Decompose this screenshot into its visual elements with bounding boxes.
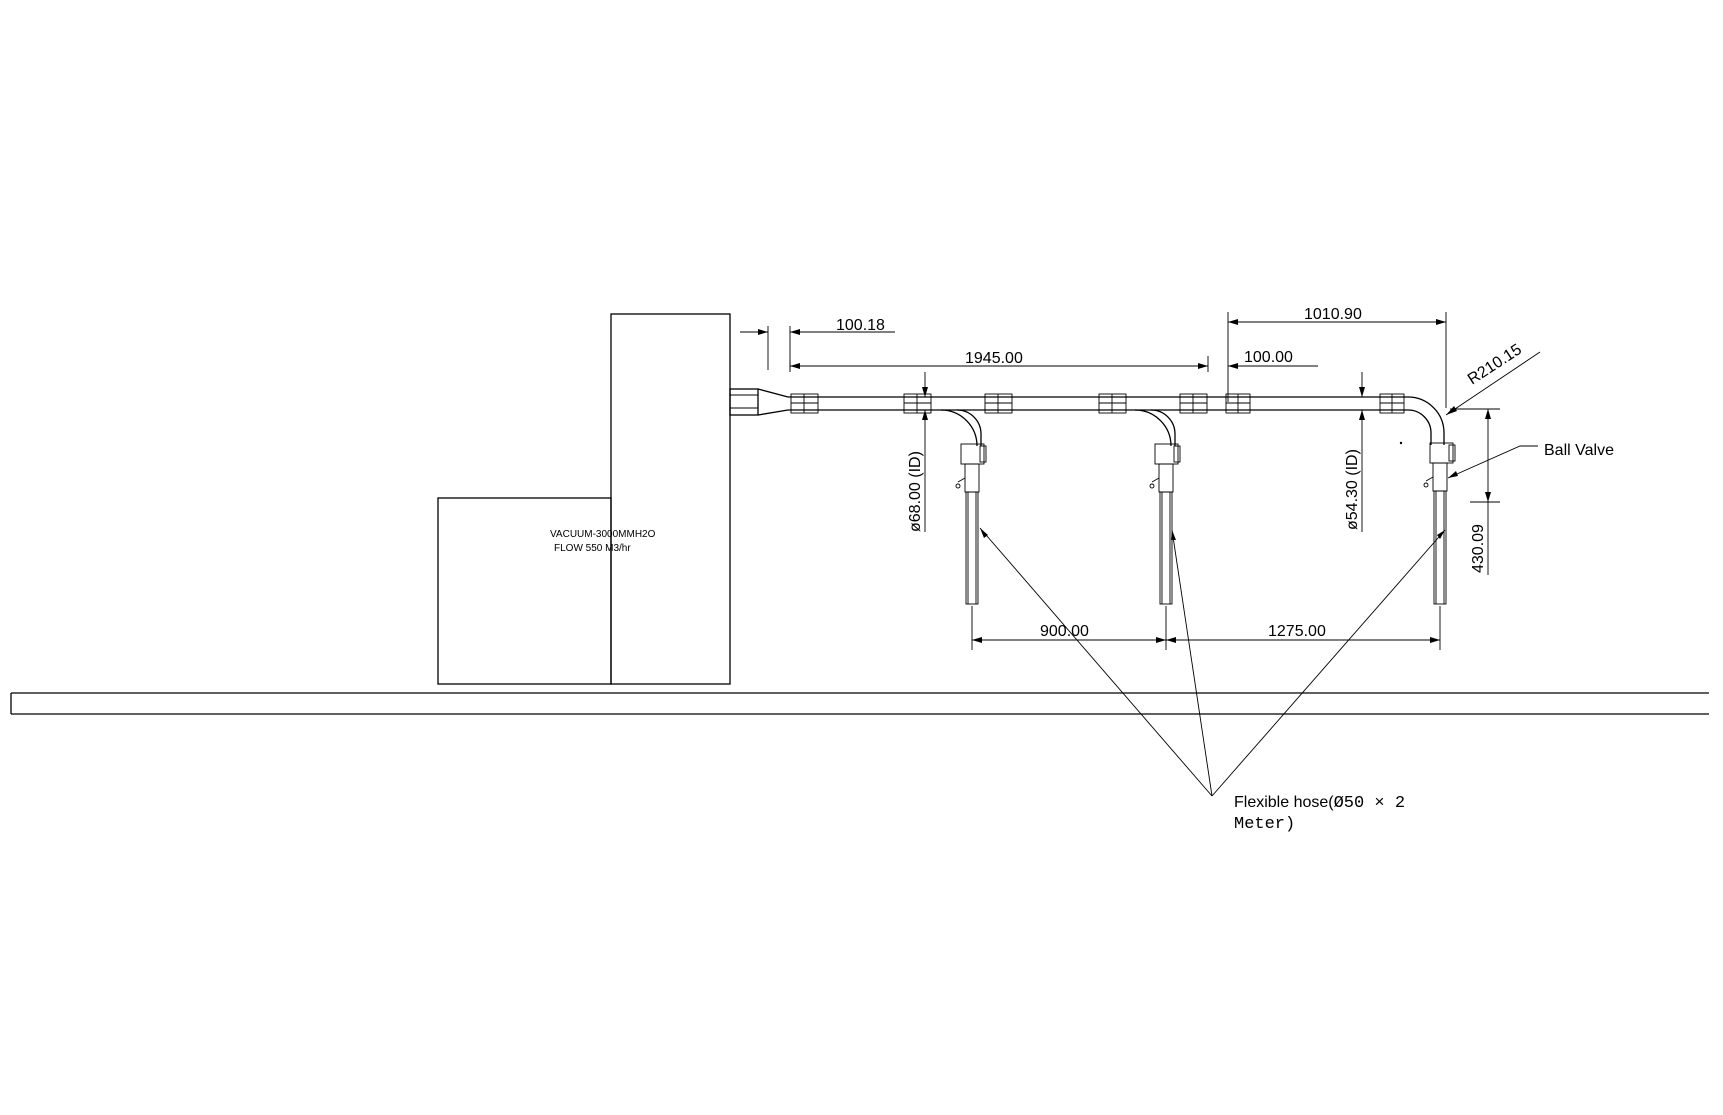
dim-label-dia-end: ø54.30 (ID) <box>1344 449 1361 530</box>
dimension-spacing: 900.00 1275.00 <box>971 606 1441 650</box>
dim-label-100-00: 100.00 <box>1244 349 1293 366</box>
flange <box>1225 393 1251 414</box>
svg-text:Flexible hose(Ø50 × 2: Flexible hose(Ø50 × 2 <box>1234 794 1405 813</box>
vacuum-unit: VACUUM-3000MMH2O FLOW 550 M3/hr <box>437 313 731 685</box>
floor-slab <box>10 692 1709 715</box>
drop-branch-1 <box>940 409 987 605</box>
drop-branch-2 <box>1134 409 1181 605</box>
dimension-1945: 1945.00 <box>789 350 1209 372</box>
hose-label-line1-b: Ø50 × 2 <box>1334 794 1405 813</box>
flange <box>1098 393 1127 414</box>
flange <box>790 393 819 414</box>
dimension-1010-90: 1010.90 <box>1227 306 1447 408</box>
dim-label-dia-main: ø68.00 (ID) <box>907 451 924 532</box>
dimension-bend-radius: R210.15 <box>1445 341 1541 416</box>
equipment-label-line1: VACUUM-3000MMH2O <box>550 529 656 540</box>
flange <box>1379 393 1405 414</box>
flexible-hose-callout: Flexible hose(Ø50 × 2 Meter) <box>979 527 1446 834</box>
dim-label-spacing-1: 900.00 <box>1040 623 1089 640</box>
inlet-reducer <box>729 388 789 416</box>
flange <box>903 393 932 414</box>
dim-label-100-18: 100.18 <box>836 317 885 334</box>
dim-label-1010-90: 1010.90 <box>1304 306 1362 323</box>
dimension-drop-height: 430.09 <box>1450 408 1500 575</box>
stray-point <box>1399 441 1403 445</box>
ball-valve-callout: Ball Valve <box>1447 442 1614 479</box>
ball-valve-label: Ball Valve <box>1544 442 1614 459</box>
dim-label-drop-height: 430.09 <box>1470 524 1487 573</box>
hose-label-line2: Meter) <box>1234 815 1295 834</box>
main-header-pipe <box>788 396 1445 445</box>
dimension-dia-end: ø54.30 (ID) <box>1344 372 1365 532</box>
dimension-100-18: 100.18 <box>740 317 895 370</box>
flange <box>1179 393 1208 414</box>
drop-branch-3 <box>1423 442 1456 605</box>
flange <box>984 393 1013 414</box>
dim-label-radius: R210.15 <box>1465 341 1525 388</box>
dim-label-1945: 1945.00 <box>965 350 1023 367</box>
dimension-dia-main: ø68.00 (ID) <box>907 372 928 532</box>
dimension-100-00: 100.00 <box>1228 349 1318 369</box>
dim-label-spacing-2: 1275.00 <box>1268 623 1326 640</box>
hose-label-line1-a: Flexible hose( <box>1234 794 1334 811</box>
equipment-label-line2: FLOW 550 M3/hr <box>554 543 631 554</box>
flange-couplings <box>790 393 1405 414</box>
